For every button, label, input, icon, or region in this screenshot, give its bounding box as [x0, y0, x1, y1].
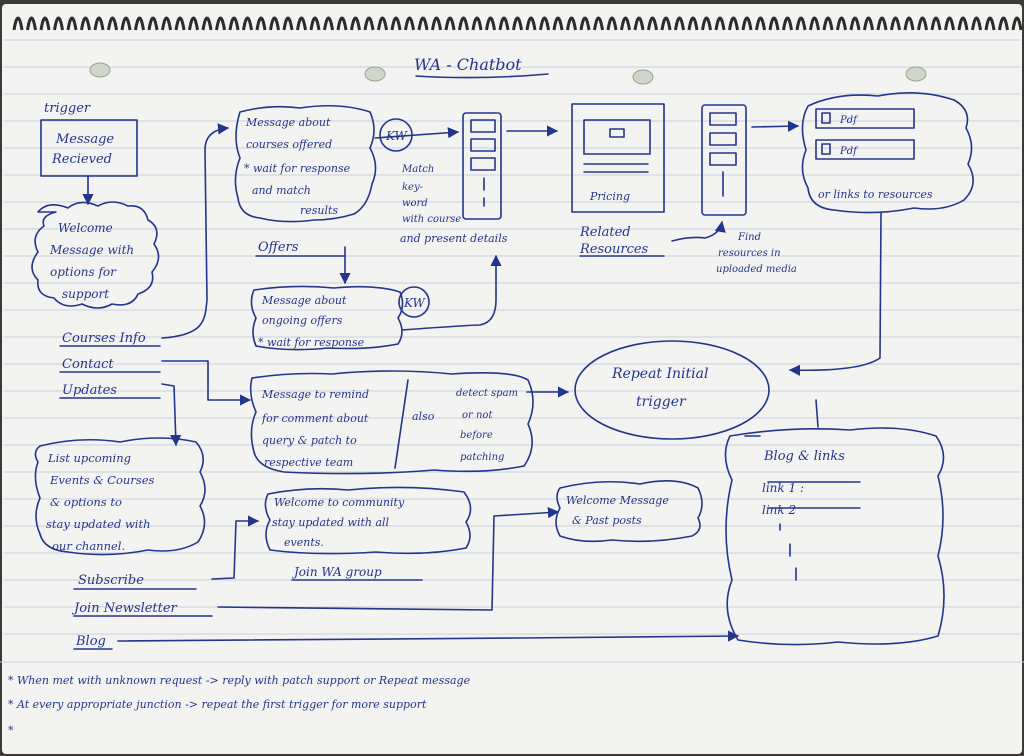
- spiral-binding: [89, 62, 927, 85]
- match-note-line-1: Match: [401, 164, 434, 175]
- updates-line-2: Events & Courses: [49, 473, 155, 487]
- kw-label-2: KW: [403, 296, 427, 310]
- community-cloud: [264, 486, 472, 555]
- courses-msg-line-4: and match: [252, 184, 311, 197]
- join-wa-group: Join WA group: [291, 565, 382, 579]
- courses-msg-line-1: Message about: [245, 116, 331, 129]
- find-note-line-1: Find: [737, 232, 761, 243]
- related-resources-line-2: Resources: [579, 242, 649, 257]
- diagram-title: WA - Chatbot: [414, 55, 522, 74]
- updates-line-3: & options to: [50, 495, 122, 509]
- repeat-trigger-line-1: Repeat Initial: [611, 366, 708, 382]
- repeat-trigger-ellipse: [574, 340, 770, 440]
- contact-message-cloud: [249, 370, 534, 475]
- footnote-2: * At every appropriate junction -> repea…: [8, 698, 427, 711]
- kw-label-1: KW: [385, 129, 409, 143]
- updates-list-cloud: [34, 437, 206, 556]
- pricing-label: Pricing: [589, 190, 630, 203]
- match-note-line-5: and present details: [400, 232, 508, 245]
- links-note: or links to resources: [818, 188, 933, 201]
- phone-mockup-1: [462, 112, 502, 220]
- repeat-trigger-line-2: trigger: [636, 394, 687, 410]
- menu-updates: Updates: [62, 383, 117, 398]
- blog-link-2: link 2: [762, 503, 796, 517]
- option-subscribe: Subscribe: [78, 573, 144, 588]
- offers-msg-line-2: ongoing offers: [262, 314, 343, 327]
- option-newsletter: Join Newsletter: [71, 601, 178, 616]
- updates-line-4: stay updated with: [46, 517, 151, 531]
- find-note-line-3: uploaded media: [716, 264, 797, 275]
- community-line-2: stay updated with all: [272, 516, 390, 529]
- community-line-1: Welcome to community: [274, 496, 405, 509]
- welcome-line-2: Message with: [49, 243, 134, 257]
- courses-msg-line-3: * wait for response: [244, 162, 351, 175]
- find-note-line-2: resources in: [718, 248, 781, 259]
- related-resources-line-1: Related: [579, 225, 631, 240]
- kw-circle-2: [398, 286, 430, 318]
- pricing-page-mockup: [571, 103, 665, 213]
- option-blog: Blog: [75, 634, 106, 649]
- blog-link-1: link 1 :: [762, 481, 804, 495]
- spam-note-line-1: detect spam: [456, 388, 518, 399]
- courses-msg-line-5: results: [300, 204, 338, 217]
- blog-box-title: Blog & links: [763, 449, 845, 464]
- match-note-line-3: word: [402, 198, 428, 209]
- offers-label: Offers: [258, 240, 299, 255]
- menu-courses-info: Courses Info: [62, 331, 146, 346]
- resources-cloud: [801, 92, 974, 214]
- newsletter-msg-line-1: Welcome Message: [566, 494, 669, 507]
- spam-note-line-3: before: [460, 430, 493, 441]
- match-note-line-4: with course: [402, 214, 461, 225]
- newsletter-msg-line-2: & Past posts: [572, 514, 642, 527]
- welcome-line-3: options for: [50, 265, 117, 279]
- match-note-line-2: key-: [402, 182, 424, 193]
- offers-msg-line-1: Message about: [261, 294, 347, 307]
- newsletter-message-cloud: [555, 480, 703, 543]
- offers-message-cloud: [250, 285, 404, 351]
- phone-mockup-2: [701, 104, 747, 216]
- kw-circle-1: [379, 118, 413, 152]
- message-received-line-1: Message: [55, 132, 114, 147]
- welcome-line-4: support: [62, 287, 109, 301]
- footnote-3: *: [8, 724, 14, 737]
- updates-line-5: our channel.: [52, 539, 125, 553]
- blog-links-cloud: [724, 427, 945, 646]
- spam-note-line-2: or not: [462, 410, 493, 421]
- pdf-file-2: [815, 139, 915, 160]
- trigger-label: trigger: [44, 101, 91, 116]
- pdf-label-1: Pdf: [839, 115, 859, 126]
- offers-msg-line-3: * wait for response: [258, 336, 365, 349]
- spam-note-line-4: patching: [460, 452, 504, 463]
- message-received-box: [40, 119, 138, 177]
- contact-msg-line-3: query & patch to: [262, 434, 357, 447]
- menu-contact: Contact: [62, 357, 114, 372]
- welcome-cloud: [31, 201, 160, 309]
- community-line-3: events.: [284, 536, 324, 549]
- courses-message-cloud: [234, 104, 377, 223]
- also-label: also: [412, 410, 435, 423]
- spiral-coils: [12, 16, 1023, 31]
- courses-msg-line-2: courses offered: [246, 138, 332, 151]
- welcome-line-1: Welcome: [58, 221, 113, 235]
- message-received-line-2: Recieved: [51, 152, 112, 167]
- contact-msg-line-4: respective team: [264, 456, 353, 469]
- contact-msg-line-1: Message to remind: [261, 388, 369, 401]
- updates-line-1: List upcoming: [47, 451, 131, 465]
- pdf-label-2: Pdf: [839, 146, 859, 157]
- notebook-page: [2, 4, 1022, 754]
- footnote-1: * When met with unknown request -> reply…: [8, 674, 471, 687]
- pdf-file-1: [815, 108, 915, 129]
- contact-msg-line-2: for comment about: [261, 412, 369, 425]
